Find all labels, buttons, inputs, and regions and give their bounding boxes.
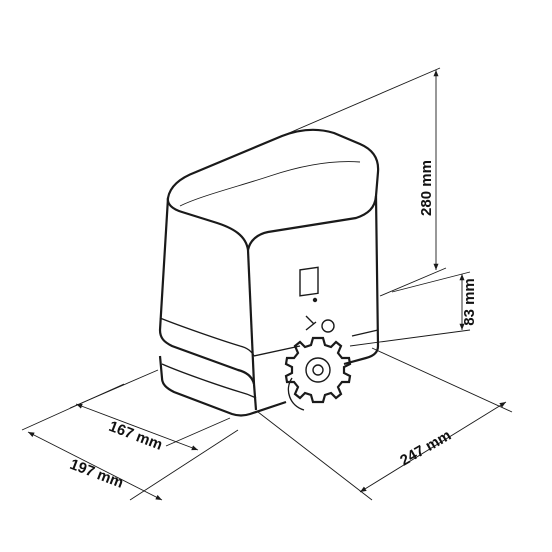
cover-top: [166, 128, 380, 251]
base-block: [158, 355, 287, 417]
front-face: [158, 197, 256, 385]
label-197mm: 197 mm: [67, 456, 125, 492]
label-247mm: 247 mm: [397, 427, 454, 470]
dimension-height-pinion: 83 mm: [349, 271, 478, 347]
dimension-depth-inner: 167 mm: [69, 369, 231, 454]
label-280mm: 280 mm: [418, 160, 435, 216]
dimension-height-total: 280 mm: [281, 67, 447, 297]
release-slot: [299, 266, 319, 297]
dimension-length: 247 mm: [257, 347, 513, 501]
release-knob: [321, 319, 335, 333]
label-167mm: 167 mm: [106, 418, 164, 454]
side-face: [343, 195, 380, 366]
pinion-gear: [284, 336, 352, 411]
motor-body: [158, 128, 380, 417]
label-83mm: 83 mm: [461, 278, 478, 326]
